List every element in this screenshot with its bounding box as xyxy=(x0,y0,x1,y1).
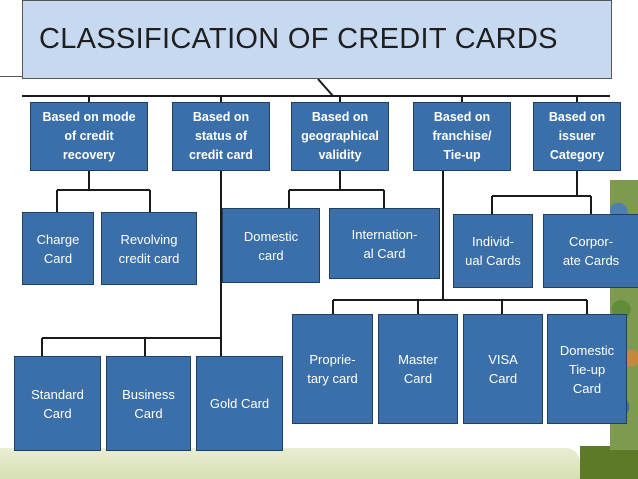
leaf-business-card: Business Card xyxy=(106,356,191,451)
leaf-domestic-tieup-card: Domestic Tie-up Card xyxy=(547,314,627,424)
category-issuer: Based on issuer Category xyxy=(533,102,621,171)
leaf-master-card-label: Master Card xyxy=(398,352,438,386)
leaf-international-card: Internation- al Card xyxy=(329,208,440,279)
leaf-proprietary-card: Proprie- tary card xyxy=(292,314,373,424)
category-card-status-label: Based on status of credit card xyxy=(189,110,253,162)
category-geographical-validity: Based on geographical validity xyxy=(291,102,389,171)
bottom-decoration-band xyxy=(0,448,580,479)
leaf-proprietary-card-label: Proprie- tary card xyxy=(307,352,358,386)
leaf-master-card: Master Card xyxy=(378,314,458,424)
leaf-gold-card: Gold Card xyxy=(196,356,283,451)
leaf-domestic-card-label: Domestic card xyxy=(243,228,299,263)
leaf-charge-card: Charge Card xyxy=(22,212,94,285)
diagram-title-text: CLASSIFICATION OF CREDIT CARDS xyxy=(39,23,558,55)
diagram-title: CLASSIFICATION OF CREDIT CARDS xyxy=(22,0,612,79)
category-franchise-tieup: Based on franchise/ Tie-up xyxy=(413,102,511,171)
leaf-gold-card-label: Gold Card xyxy=(209,396,270,411)
leaf-visa-card-label: VISA Card xyxy=(488,352,518,386)
leaf-standard-card: Standard Card xyxy=(14,356,101,451)
leaf-individual-cards-label: Individ- ual Cards xyxy=(465,234,521,268)
leaf-business-card-label: Business Card xyxy=(122,386,175,421)
leaf-domestic-tieup-card-label: Domestic Tie-up Card xyxy=(559,342,615,396)
category-card-status: Based on status of credit card xyxy=(172,102,270,171)
title-underline xyxy=(0,76,22,77)
leaf-standard-card-label: Standard Card xyxy=(31,386,84,421)
leaf-charge-card-label: Charge Card xyxy=(36,231,80,266)
leaf-domestic-card: Domestic card xyxy=(222,208,320,283)
leaf-revolving-credit-card-label: Revolving credit card xyxy=(118,231,180,266)
bottom-corner-decoration xyxy=(580,446,638,479)
leaf-international-card-label: Internation- al Card xyxy=(351,226,418,261)
category-geographical-validity-label: Based on geographical validity xyxy=(301,110,379,162)
leaf-individual-cards: Individ- ual Cards xyxy=(453,214,533,288)
leaf-corporate-cards-label: Corpor- ate Cards xyxy=(562,234,620,268)
category-issuer-label: Based on issuer Category xyxy=(548,110,606,162)
leaf-visa-card: VISA Card xyxy=(463,314,543,424)
leaf-corporate-cards: Corpor- ate Cards xyxy=(543,214,638,288)
category-recovery-mode-label: Based on mode of credit recovery xyxy=(42,110,136,162)
category-recovery-mode: Based on mode of credit recovery xyxy=(30,102,148,171)
leaf-revolving-credit-card: Revolving credit card xyxy=(101,212,197,285)
category-franchise-tieup-label: Based on franchise/ Tie-up xyxy=(432,110,492,162)
